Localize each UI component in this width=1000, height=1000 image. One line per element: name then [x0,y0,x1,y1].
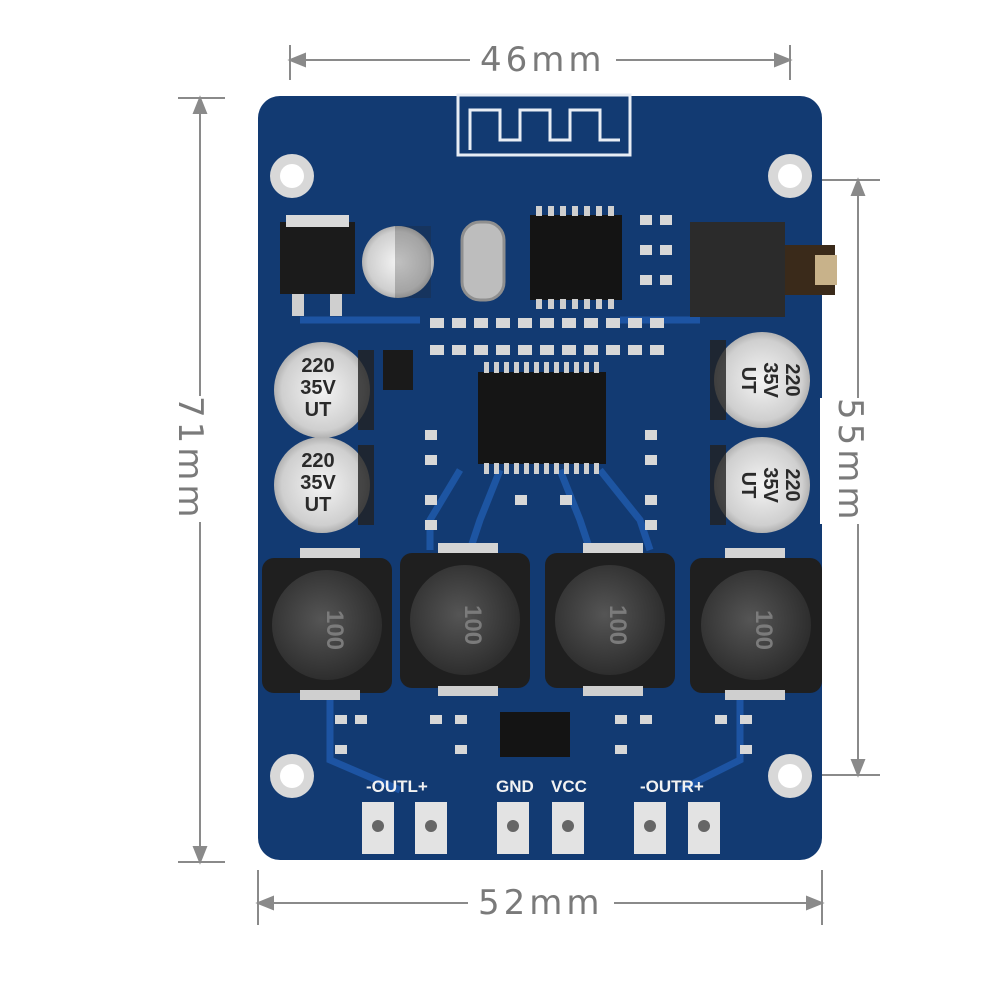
capacitor-top-left [274,342,374,438]
inductor-label: 100 [604,605,631,645]
cap-label-value: 220 [781,468,803,501]
dimension-bottom-width: 52mm [468,883,614,923]
cap-label-brand: UT [305,399,332,421]
silkscreen-vcc: VCC [551,777,587,796]
cap-label-value: 220 [301,450,334,472]
cap-label-brand: UT [737,472,759,499]
capacitor-top-right [710,332,810,428]
silkscreen-outr: -OUTR+ [640,777,704,796]
dimension-right-height: 55mm [820,398,880,524]
cap-label-value: 220 [781,363,803,396]
cap-label-voltage: 35V [300,472,336,494]
silkscreen-outl: -OUTL+ [366,777,428,796]
cap-label-voltage: 35V [759,362,781,398]
inductor-4 [690,548,822,700]
dimension-top-width: 46mm [470,40,616,80]
inductor-3 [545,543,675,696]
mounting-holes [270,154,812,798]
antenna-trace [456,93,632,157]
dimension-left-height: 71mm [160,396,220,522]
cap-label-brand: UT [737,367,759,394]
inductor-1 [262,548,392,700]
capacitor-bottom-right [710,437,810,533]
capacitor-bottom-left [274,437,374,533]
cap-label-voltage: 35V [300,377,336,399]
inductor-label: 100 [321,610,348,650]
cap-label-brand: UT [305,494,332,516]
cap-label-value: 220 [301,355,334,377]
cap-label-voltage: 35V [759,467,781,503]
inductor-label: 100 [750,610,777,650]
terminal-pads [362,802,720,854]
inductor-label: 100 [459,605,486,645]
silkscreen-gnd: GND [496,777,534,796]
inductor-2 [400,543,530,696]
